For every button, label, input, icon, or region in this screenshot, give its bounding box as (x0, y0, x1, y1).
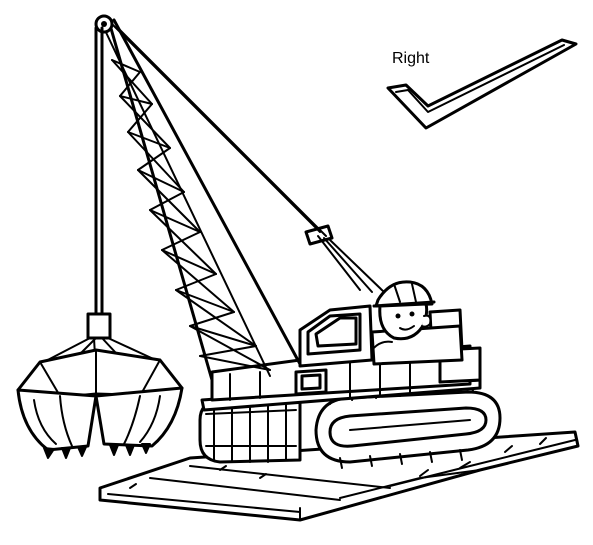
crane-body (200, 304, 482, 412)
crawler-tracks (198, 383, 502, 469)
pendant-cables (111, 23, 385, 293)
checkmark-icon (386, 38, 578, 130)
clamshell-bucket (16, 312, 184, 459)
lattice-boom (94, 14, 302, 382)
hoist-rope (94, 26, 104, 318)
operator-figure (371, 280, 436, 351)
right-label: Right (392, 50, 430, 67)
